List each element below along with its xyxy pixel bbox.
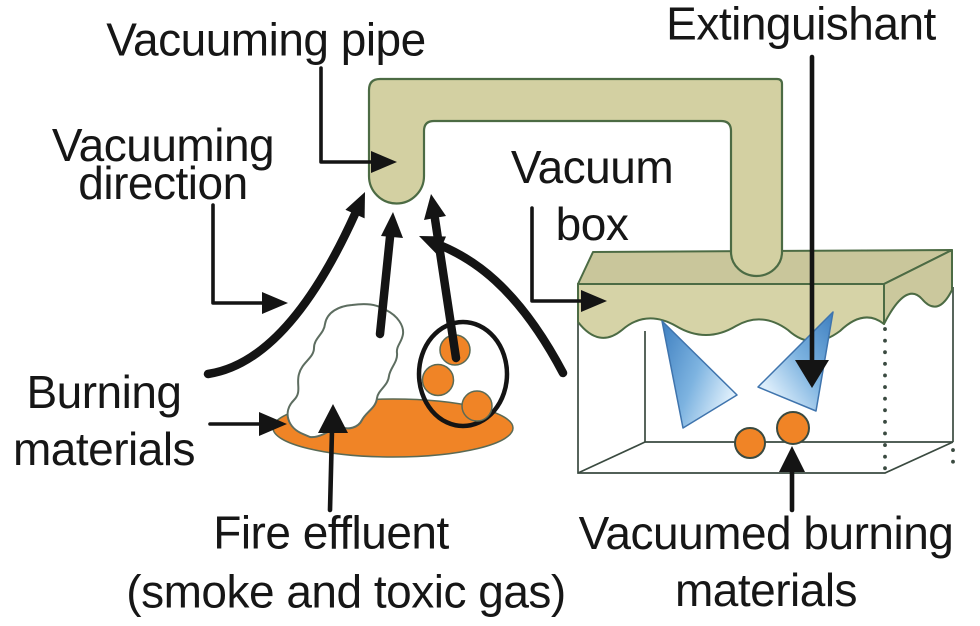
label-vacuuming-pipe: Vacuuming pipe (106, 12, 426, 69)
vacuumed-particles (734, 411, 810, 459)
burning-particle (421, 363, 455, 397)
arrowhead (795, 360, 829, 388)
extinguishant-spray-left (661, 320, 738, 429)
flow-arrow-smoke (375, 232, 395, 339)
flow-arrow-curve-right (437, 241, 568, 378)
smoke-plume (286, 303, 405, 439)
slab-front-face (577, 283, 885, 343)
arrowhead (371, 151, 397, 173)
label-vacuuming-direction-line1: Vacuuming (51, 119, 275, 171)
label-vacuumed-burning-line2: materials (674, 564, 858, 616)
pointer-vacuuming-pipe (319, 66, 375, 164)
label-burning-materials: Burning materials (12, 364, 196, 478)
circled-burning-particles (421, 334, 493, 422)
label-vacuumed-burning-materials: Vacuumed burning materials (579, 505, 954, 619)
label-vacuumed-burning-line1: Vacuumed burning (578, 507, 954, 559)
label-fire-effluent-text: Fire effluent (213, 506, 449, 559)
label-fire-effluent: Fire effluent (213, 505, 449, 562)
label-fire-effluent-sub-text: (smoke and toxic gas) (126, 565, 566, 618)
label-vacuum-box-line1: Vacuum (510, 141, 674, 193)
label-extinguishant-text: Extinguishant (666, 0, 936, 50)
pointer-fire-effluent (327, 427, 335, 513)
pointer-vacuum-box (530, 206, 585, 303)
label-vacuuming-direction: Vacuuming direction (51, 119, 275, 209)
vacuumed-particle (734, 427, 766, 459)
arrow-heads (259, 151, 829, 472)
vacuuming-pipe-shape (367, 77, 784, 278)
slab-side-face (883, 249, 953, 325)
arrowhead (259, 412, 287, 436)
vacuumed-particle (776, 411, 810, 445)
arrowhead (779, 446, 805, 472)
box-bottom-left-slant (577, 441, 646, 474)
label-extinguishant: Extinguishant (666, 0, 936, 53)
arrowhead (345, 192, 365, 219)
label-vacuuming-direction-line2: direction (78, 157, 248, 209)
box-front-edges (577, 283, 954, 474)
particle-circle-outline (416, 319, 510, 429)
label-burning-materials-line2: materials (12, 423, 196, 475)
label-vacuum-box: Vacuum box (510, 139, 674, 253)
arrowhead (381, 212, 403, 238)
pointer-vacuuming-direction (211, 203, 266, 305)
arrows (203, 54, 815, 513)
burning-particle (461, 390, 493, 422)
label-vacuuming-pipe-text: Vacuuming pipe (106, 13, 426, 66)
arrowhead (424, 194, 446, 220)
flow-arrow-curve-left (203, 209, 360, 379)
arrowhead (419, 236, 446, 256)
arrowhead (262, 292, 288, 314)
label-vacuum-box-line2: box (555, 198, 629, 250)
arrowhead (581, 290, 607, 312)
label-burning-materials-line1: Burning (26, 366, 182, 418)
arrowhead (318, 404, 348, 433)
label-fire-effluent-sub: (smoke and toxic gas) (126, 564, 566, 621)
